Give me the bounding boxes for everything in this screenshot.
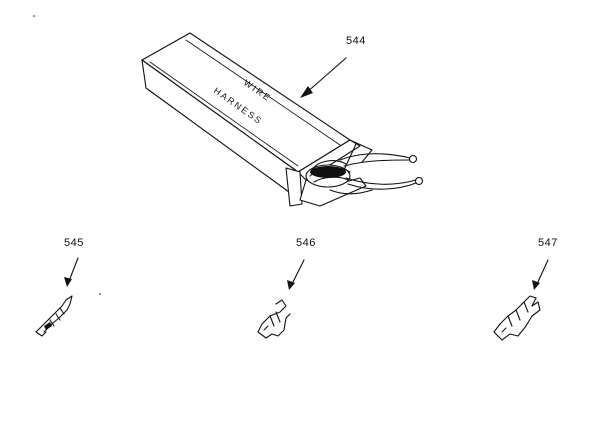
terminal-545 — [35, 295, 73, 337]
harness-leader-arrow — [300, 57, 347, 98]
terminal-547-ref-label: 547 — [538, 237, 558, 249]
terminal-547-leader-arrow — [532, 259, 549, 290]
terminal-545-ref-label: 545 — [64, 237, 84, 249]
terminal-546-leader-arrow — [287, 259, 305, 290]
terminal-545-leader-arrow — [64, 257, 79, 287]
wire-harness: WIRE HARNESS — [141, 32, 424, 207]
terminal-546-ref-label: 546 — [296, 237, 316, 249]
terminal-547 — [493, 295, 541, 341]
terminal-546 — [257, 299, 291, 339]
harness-ref-label: 544 — [346, 35, 366, 47]
